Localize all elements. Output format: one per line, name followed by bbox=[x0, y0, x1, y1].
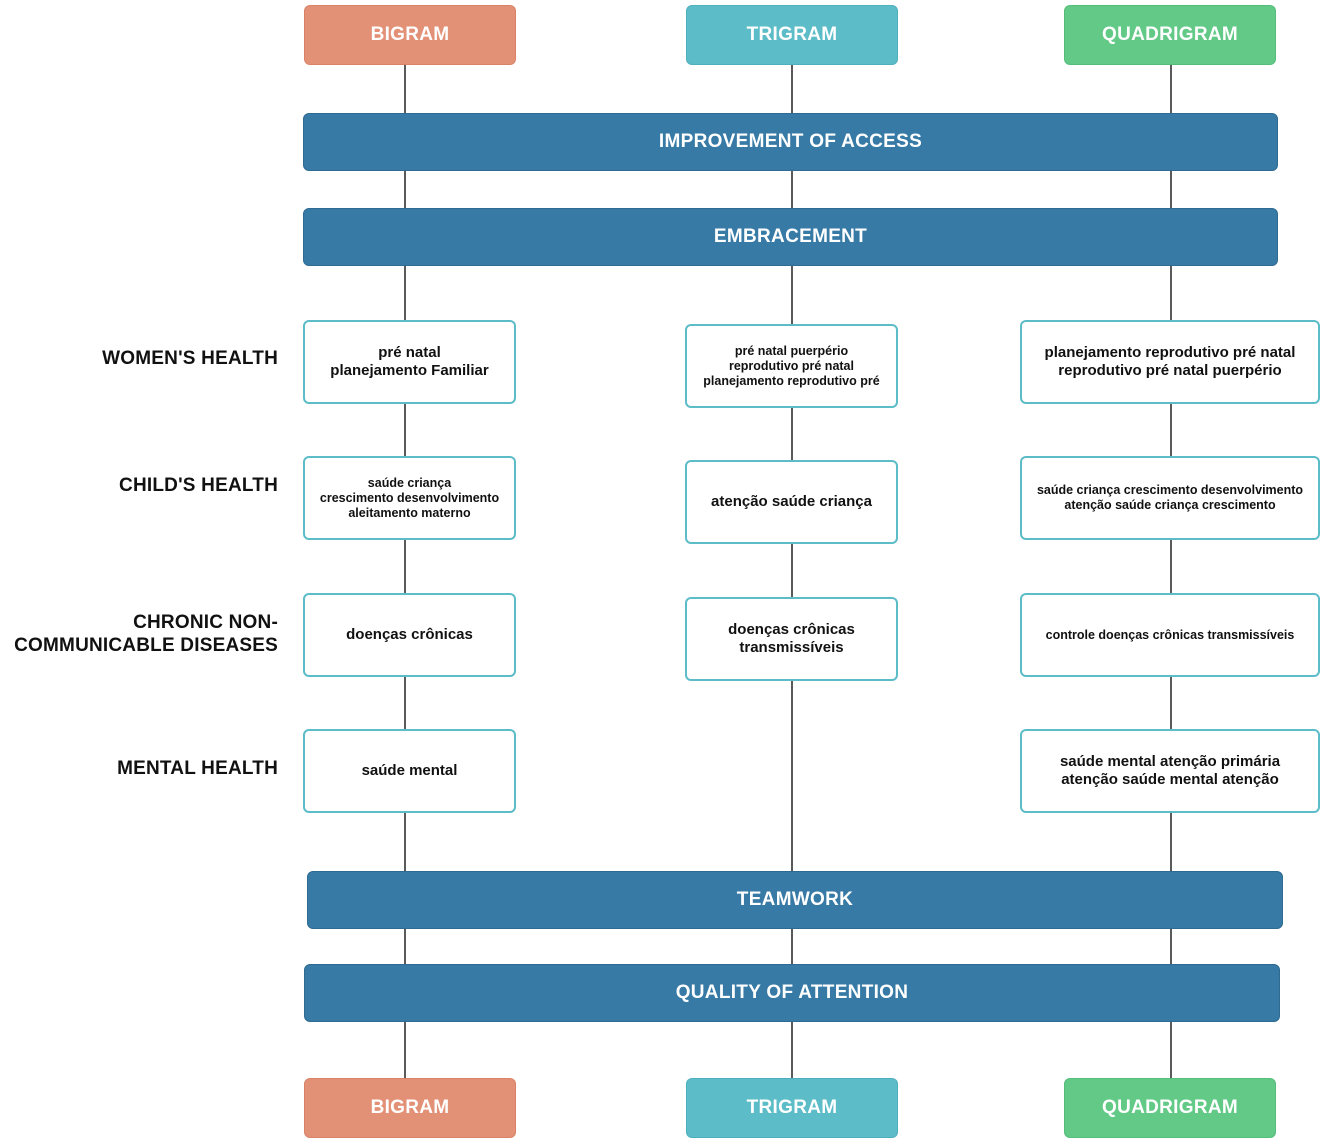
childs-health-quadrigram-cell: saúde criança crescimento desenvolviment… bbox=[1020, 456, 1320, 540]
bigram-header-top: BIGRAM bbox=[304, 5, 516, 65]
bigram-header-bottom: BIGRAM bbox=[304, 1078, 516, 1138]
mental-health-quadrigram-cell: saúde mental atenção primária atenção sa… bbox=[1020, 729, 1320, 813]
row-label-chronic-diseases: CHRONIC NON- COMMUNICABLE DISEASES bbox=[14, 612, 278, 656]
chronic-diseases-bigram-cell: doenças crônicas bbox=[303, 593, 516, 677]
row-label-womens-health: WOMEN'S HEALTH bbox=[102, 348, 278, 369]
childs-health-trigram-cell: atenção saúde criança bbox=[685, 460, 898, 544]
teamwork-band: TEAMWORK bbox=[307, 871, 1283, 929]
trigram-header-bottom: TRIGRAM bbox=[686, 1078, 898, 1138]
womens-health-quadrigram-cell: planejamento reprodutivo pré natal repro… bbox=[1020, 320, 1320, 404]
quadrigram-header-top: QUADRIGRAM bbox=[1064, 5, 1276, 65]
trigram-header-top: TRIGRAM bbox=[686, 5, 898, 65]
improvement-of-access-band: IMPROVEMENT OF ACCESS bbox=[303, 113, 1278, 171]
row-label-childs-health: CHILD'S HEALTH bbox=[119, 475, 278, 496]
bigram-connector-line bbox=[404, 62, 406, 1080]
quadrigram-header-bottom: QUADRIGRAM bbox=[1064, 1078, 1276, 1138]
childs-health-bigram-cell: saúde criança crescimento desenvolviment… bbox=[303, 456, 516, 540]
trigram-connector-line bbox=[791, 62, 793, 1080]
row-label-mental-health: MENTAL HEALTH bbox=[117, 758, 278, 779]
embracement-band: EMBRACEMENT bbox=[303, 208, 1278, 266]
womens-health-bigram-cell: pré natal planejamento Familiar bbox=[303, 320, 516, 404]
chronic-diseases-trigram-cell: doenças crônicas transmissíveis bbox=[685, 597, 898, 681]
womens-health-trigram-cell: pré natal puerpério reprodutivo pré nata… bbox=[685, 324, 898, 408]
quadrigram-connector-line bbox=[1170, 62, 1172, 1080]
chronic-diseases-quadrigram-cell: controle doenças crônicas transmissíveis bbox=[1020, 593, 1320, 677]
quality-of-attention-band: QUALITY OF ATTENTION bbox=[304, 964, 1280, 1022]
mental-health-bigram-cell: saúde mental bbox=[303, 729, 516, 813]
